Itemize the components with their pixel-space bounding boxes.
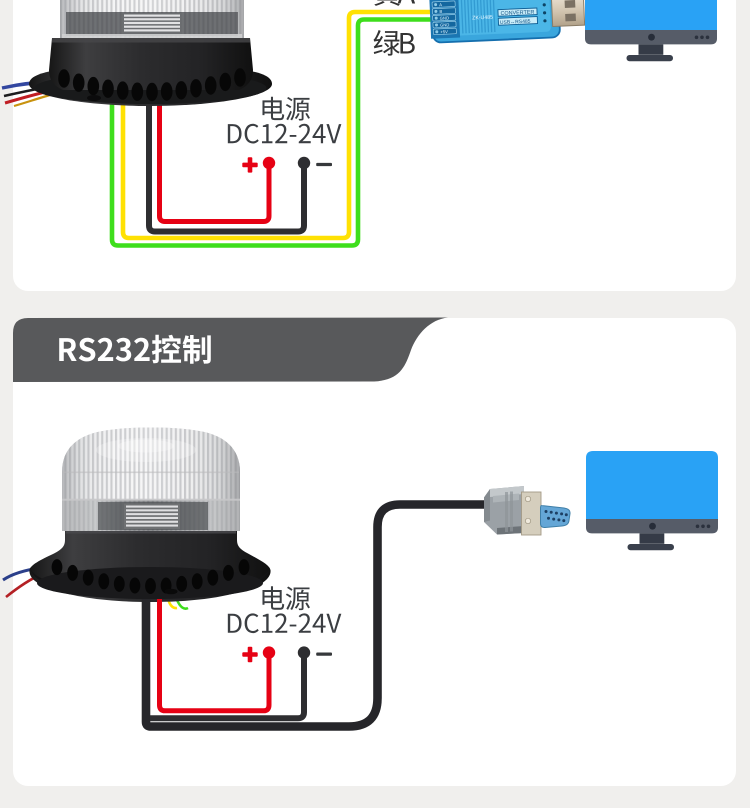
svg-text:+5V: +5V (440, 29, 448, 34)
svg-text:USB↔RS485: USB↔RS485 (500, 19, 531, 26)
svg-text:CONVERTER: CONVERTER (500, 10, 534, 17)
svg-text:GND: GND (440, 22, 450, 27)
svg-text:A: A (439, 2, 442, 7)
svg-text:ZK-U485: ZK-U485 (472, 15, 493, 22)
svg-text:GND: GND (440, 15, 450, 20)
svg-text:B: B (439, 9, 442, 14)
